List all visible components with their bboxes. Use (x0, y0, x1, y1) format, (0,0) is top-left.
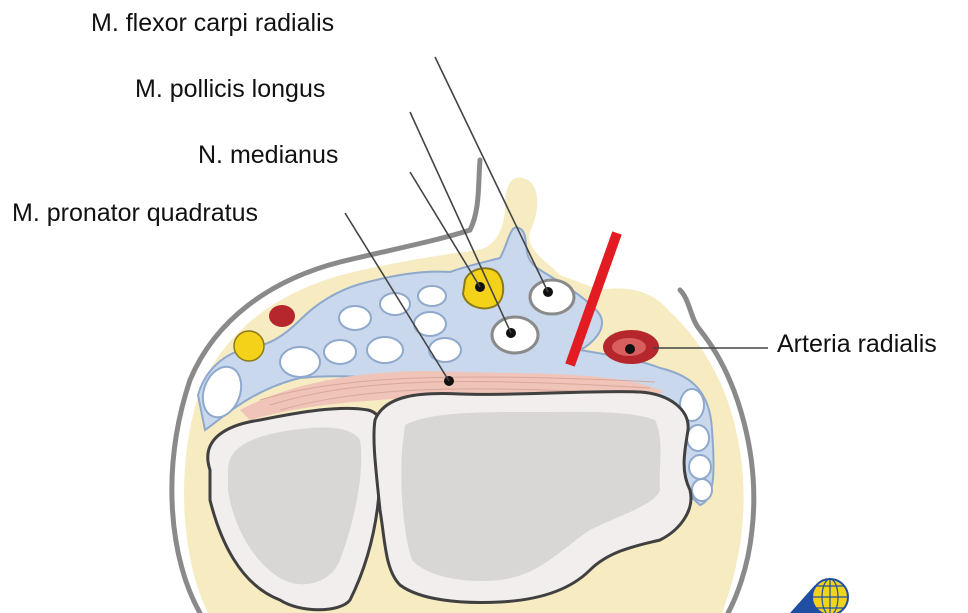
ulnar-artery (269, 305, 295, 327)
label-flexor-carpi-radialis: M. flexor carpi radialis (91, 11, 334, 36)
flexor-carpi-radialis-tendon (530, 280, 574, 314)
publisher-logo (790, 579, 848, 613)
label-pronator-quadratus: M. pronator quadratus (12, 201, 258, 226)
label-medianus: N. medianus (198, 143, 338, 168)
label-pollicis-longus: M. pollicis longus (135, 77, 325, 102)
artery-marker-dot (625, 344, 635, 354)
label-arteria-radialis: Arteria radialis (777, 332, 937, 357)
ulnar-nerve (234, 331, 264, 361)
